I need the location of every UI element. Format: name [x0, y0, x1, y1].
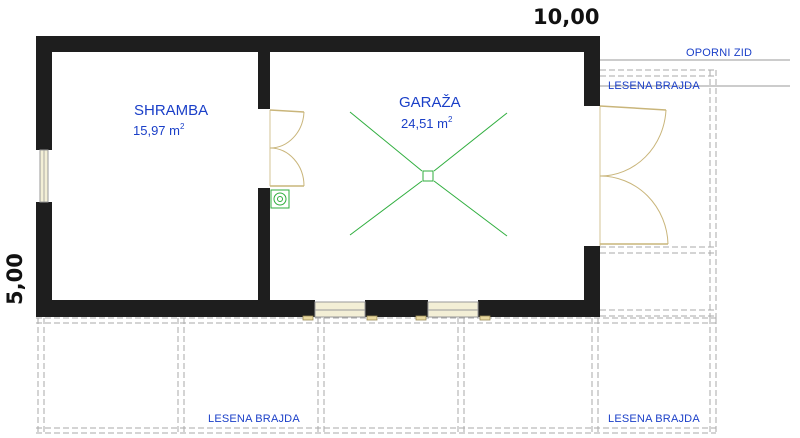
room-name-garaza: GARAŽA [399, 94, 461, 111]
room-name-shramba: SHRAMBA [134, 102, 208, 119]
walls [36, 36, 600, 317]
window-bottom-2 [415, 300, 491, 321]
door-garage [599, 105, 669, 246]
pergola-bottom-grid [36, 317, 717, 434]
label-pergola-bottom-left: LESENA BRAJDA [208, 413, 300, 425]
retaining-wall [600, 59, 790, 87]
pergola-right-grid [600, 69, 717, 318]
room-area-shramba: 15,97 m2 [133, 122, 185, 138]
dimension-width: 10,00 [533, 5, 599, 29]
floor-drain-icon [270, 189, 290, 209]
label-pergola-bottom-right: LESENA BRAJDA [608, 413, 700, 425]
ceiling-light-fixture [349, 111, 508, 237]
room-area-garaza: 24,51 m2 [401, 115, 453, 131]
label-pergola-right: LESENA BRAJDA [608, 80, 700, 92]
window-left [36, 149, 52, 203]
door-interior [269, 109, 305, 187]
label-retaining-wall: OPORNI ZID [686, 47, 752, 59]
dimension-depth: 5,00 [3, 253, 27, 305]
window-bottom-1 [302, 300, 378, 321]
